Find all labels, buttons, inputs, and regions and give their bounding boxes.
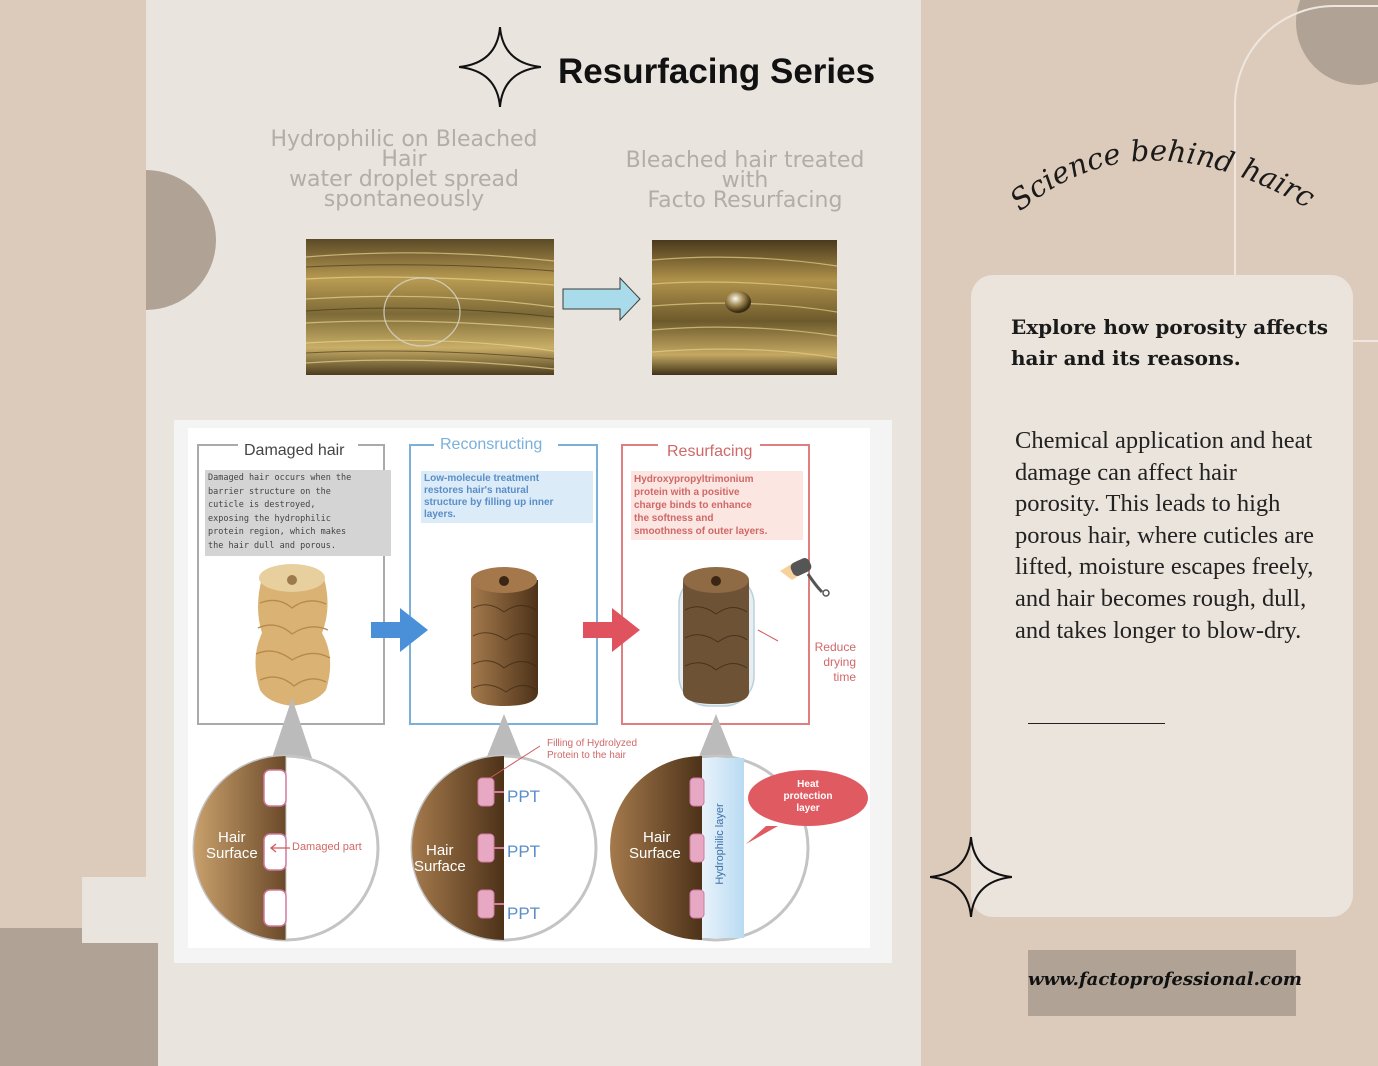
caption-after-line: Bleached hair treated with	[625, 148, 865, 193]
hair-surface-label: Hair Surface	[414, 843, 466, 875]
resurfacing-circle	[610, 754, 868, 942]
reconstructed-hair-strand	[471, 567, 538, 706]
hair-surface-line: Surface	[414, 858, 466, 875]
diagram-graphics	[192, 444, 868, 942]
filling-note: Filling of Hydrolyzed Protein to the hai…	[547, 738, 637, 762]
heat-protection-line: layer	[796, 803, 820, 814]
reduce-drying-line: drying	[823, 655, 856, 669]
desc-line: the hair dull and porous.	[208, 540, 336, 551]
column-desc-resurfacing: Hydroxypropyltrimonium protein with a po…	[631, 471, 803, 540]
filling-note-line: Protein to the hair	[547, 750, 626, 761]
reduce-drying-line: Reduce	[814, 640, 856, 654]
column-desc-damaged: Damaged hair occurs when the barrier str…	[205, 470, 391, 556]
bleached-hair-photo	[306, 239, 554, 375]
info-card	[971, 275, 1353, 917]
desc-line: Hydroxypropyltrimonium	[634, 474, 754, 485]
resurfaced-hair-strand	[678, 567, 779, 707]
card-body: Chemical application and heat damage can…	[1015, 427, 1315, 644]
hair-surface-line: Hair	[426, 842, 454, 859]
hair-surface-label: Hair Surface	[629, 830, 681, 862]
desc-line: protein region, which makes	[208, 527, 347, 538]
treated-hair-photo	[652, 240, 837, 375]
decorative-small-square	[82, 877, 158, 943]
caption-after-line: Facto Resurfacing	[647, 188, 843, 213]
column-title-resurfacing: Resurfacing	[661, 443, 759, 461]
reconstructing-circle	[410, 745, 598, 942]
column-desc-reconstructing: Low-molecule treatment restores hair's n…	[421, 471, 593, 523]
caption-before: Hydrophilic on Bleached Hair water dropl…	[270, 127, 538, 212]
caption-before-line: Hair	[381, 147, 427, 172]
url-badge	[1028, 950, 1296, 1016]
filling-note-line: Filling of Hydrolyzed	[547, 738, 638, 749]
caption-after: Bleached hair treated with Facto Resurfa…	[600, 148, 890, 213]
desc-line: layers.	[424, 509, 456, 520]
heat-protection-label: Heat protection layer	[758, 779, 858, 815]
ppt-label: PPT	[507, 842, 541, 861]
hair-surface-line: Hair	[643, 829, 671, 846]
damaged-hair-strand	[255, 564, 331, 706]
desc-line: the softness and	[634, 513, 714, 524]
hair-surface-line: Surface	[629, 845, 681, 862]
sparkle-icon	[459, 27, 541, 107]
decorative-square	[0, 928, 158, 1066]
reduce-drying-line: time	[833, 670, 856, 684]
heat-protection-line: protection	[783, 791, 833, 802]
arrow-blue	[371, 608, 428, 652]
desc-line: barrier structure on the	[208, 486, 331, 497]
ppt-label: PPT	[507, 787, 541, 806]
column-title-reconstructing: Reconsructing	[434, 436, 549, 454]
damaged-circle	[192, 754, 380, 942]
desc-line: charge binds to enhance	[634, 500, 752, 511]
ppt-label: PPT	[507, 904, 541, 923]
hair-treatment-diagram: Damaged hair Damaged hair occurs when th…	[188, 428, 870, 948]
arrow-red	[583, 608, 640, 652]
desc-line: restores hair's natural	[424, 485, 529, 496]
desc-line: Damaged hair occurs when the	[208, 473, 352, 483]
hair-dryer-icon	[780, 558, 830, 597]
reduce-drying-label: Reduce drying time	[798, 640, 856, 685]
sparkle-icon	[930, 837, 1012, 917]
caption-before-line: spontaneously	[323, 187, 485, 212]
desc-line: protein with a positive	[634, 487, 740, 498]
hydrophilic-layer-label: Hydrophilic layer	[714, 803, 726, 885]
hair-surface-label: Hair Surface	[206, 830, 258, 862]
desc-line: structure by filling up inner	[424, 497, 554, 508]
desc-line: smoothness of outer layers.	[634, 526, 768, 537]
script-title-text: Science behind haircare	[1005, 120, 1321, 217]
caption-before-line: Hydrophilic on Bleached	[270, 127, 538, 152]
damaged-part-label: Damaged part	[292, 841, 362, 853]
divider	[1028, 723, 1165, 724]
caption-before-line: water droplet spread	[289, 167, 519, 192]
website-link[interactable]: www.factoprofessional.com	[1028, 969, 1302, 990]
script-title: Science behind haircare	[1005, 120, 1321, 217]
column-title-damaged: Damaged hair	[238, 442, 351, 460]
heat-protection-line: Heat	[797, 779, 819, 790]
desc-line: Low-molecule treatment	[424, 473, 540, 484]
desc-line: exposing the hydrophilic	[208, 513, 331, 524]
page-title: Resurfacing Series	[558, 52, 876, 91]
hair-surface-line: Surface	[206, 845, 258, 862]
svg-text:Science behind haircare: Science behind haircare	[1005, 120, 1321, 217]
arrow-right-icon	[562, 277, 641, 321]
card-heading: Explore how porosity affects hair and it…	[1011, 315, 1329, 370]
desc-line: cuticle is destroyed,	[208, 500, 316, 511]
hair-surface-line: Hair	[218, 829, 246, 846]
